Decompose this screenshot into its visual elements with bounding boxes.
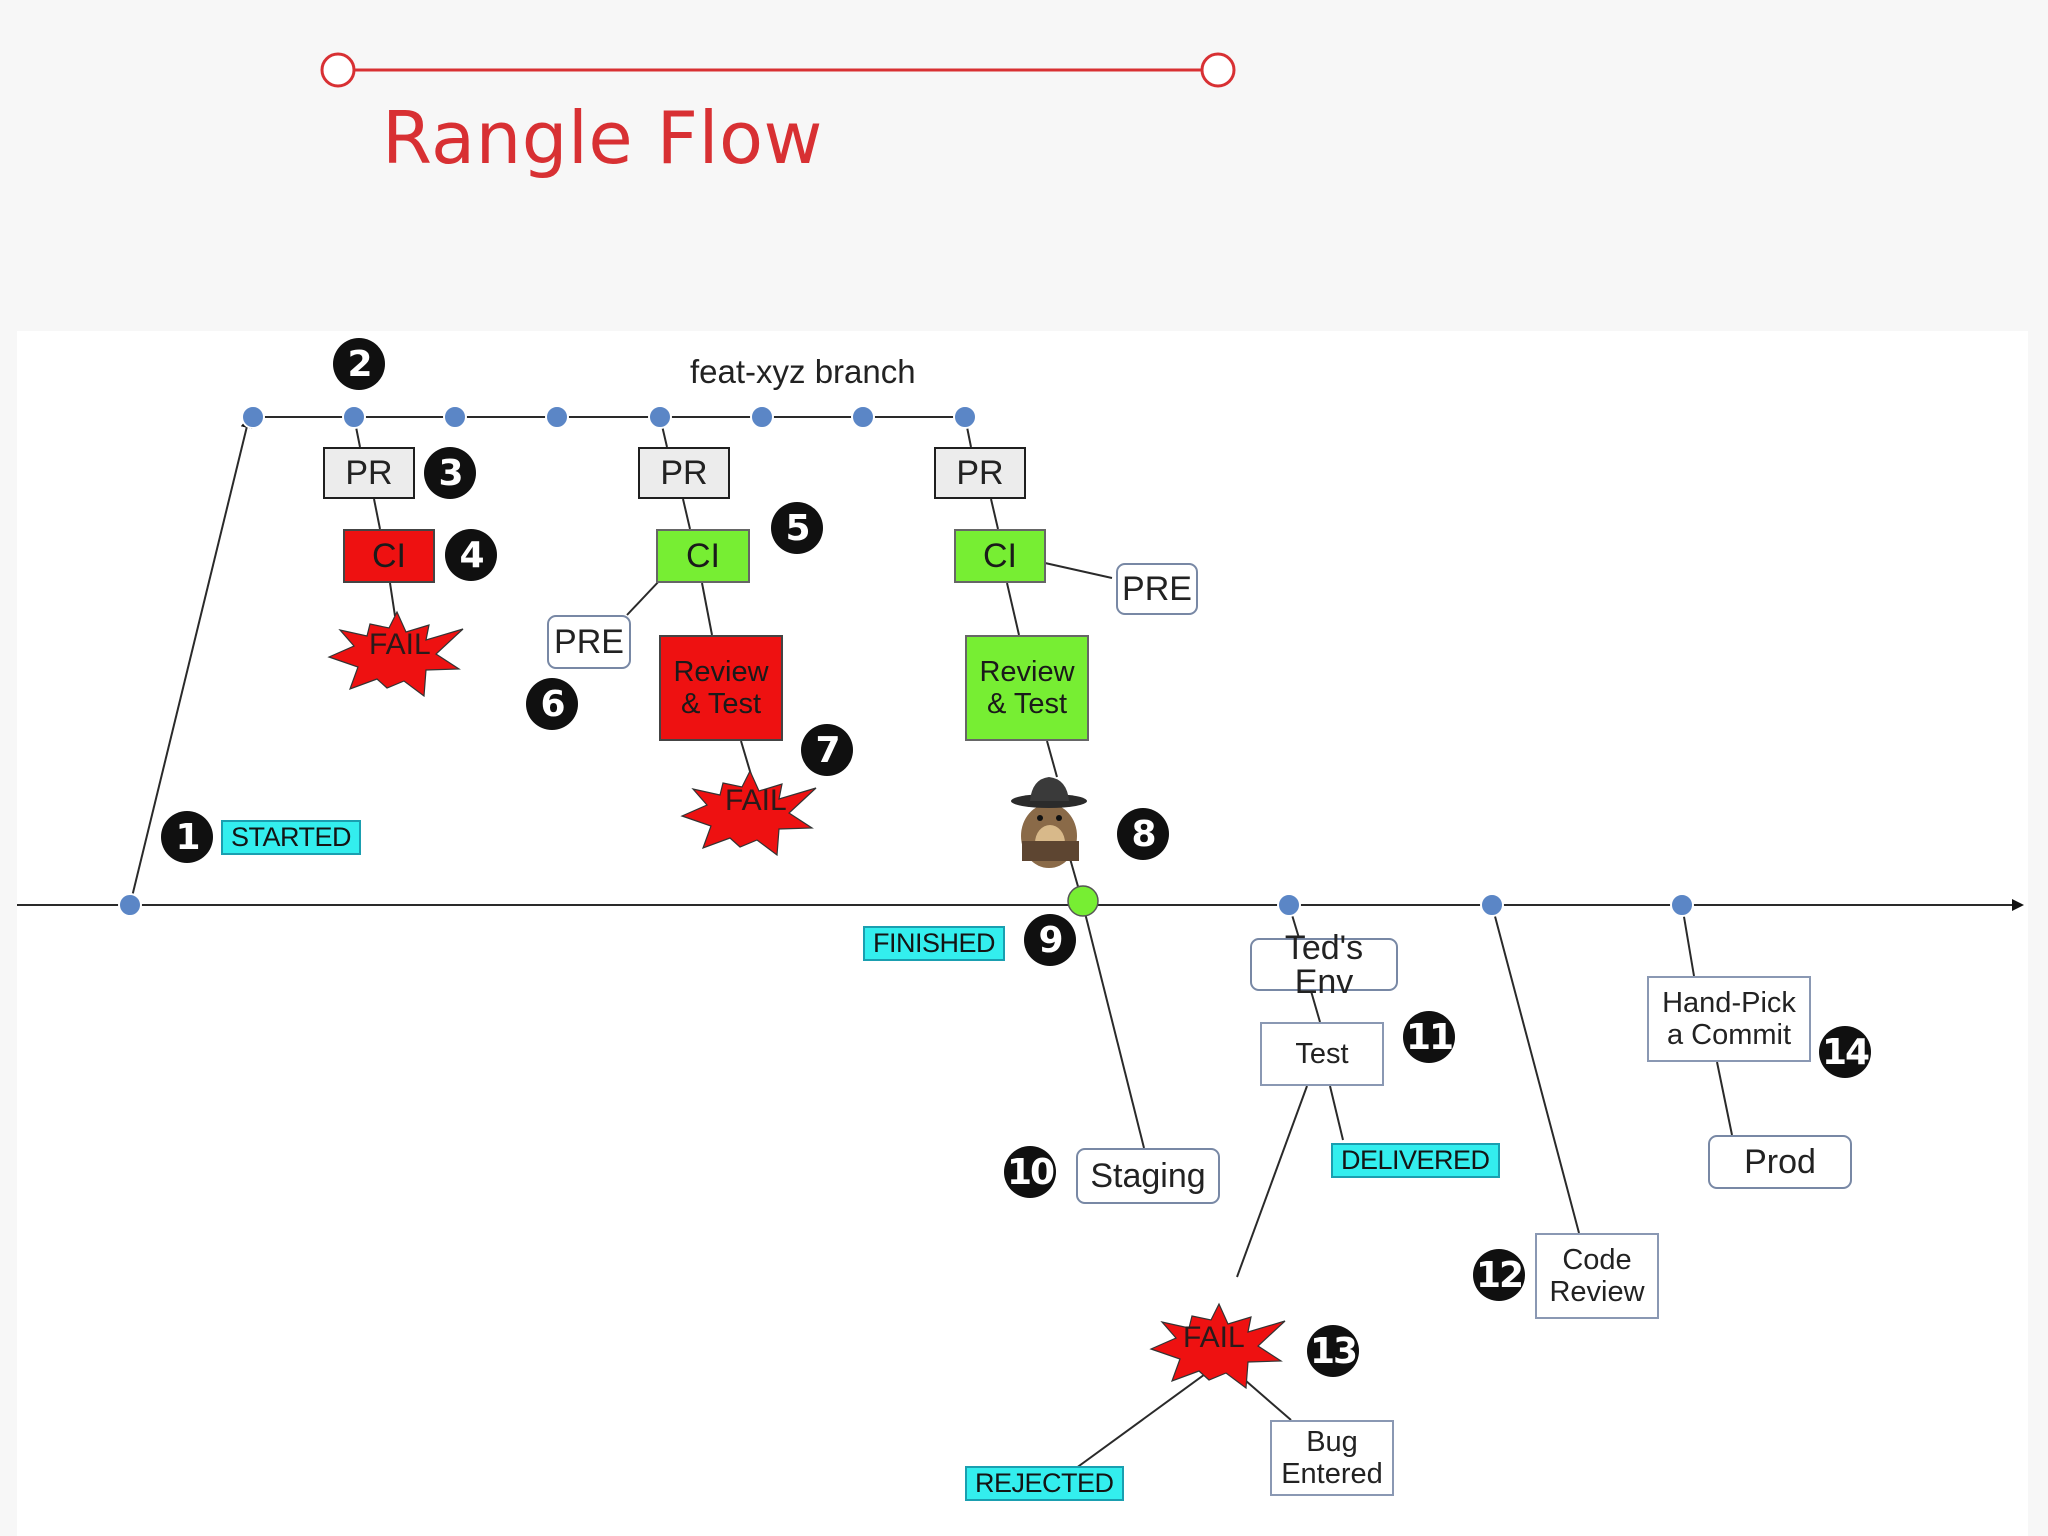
step-badge-5: 5 <box>771 502 823 554</box>
status-tag-started: STARTED <box>221 820 362 855</box>
flow-diagram <box>17 405 2024 1483</box>
teds-env-box: Ted's Env <box>1250 931 1398 999</box>
status-tag-delivered: DELIVERED <box>1331 1143 1500 1178</box>
step-badge-14: 14 <box>1819 1026 1871 1078</box>
ci-box-pass-1: CI <box>656 529 750 583</box>
step-badge-10: 10 <box>1004 1146 1056 1198</box>
hand-pick-commit-box: Hand-Pick a Commit <box>1647 976 1811 1062</box>
step-badge-11: 11 <box>1403 1011 1455 1063</box>
prod-box: Prod <box>1708 1135 1852 1189</box>
fail-burst-3 <box>1149 1302 1286 1390</box>
page-title: Rangle Flow <box>382 96 823 180</box>
step-badge-4: 4 <box>445 529 497 581</box>
fail-label-2: FAIL <box>725 784 787 817</box>
pre-box-1: PRE <box>547 615 631 669</box>
ci-box-pass-2: CI <box>954 529 1046 583</box>
pre-box-2: PRE <box>1116 563 1198 615</box>
review-test-box-pass: Review & Test <box>965 635 1089 741</box>
diagram-panel: feat-xyz branch PR PR PR CI CI CI PRE PR… <box>17 331 2028 1536</box>
pr-box-3: PR <box>934 447 1026 499</box>
fail-burst-1 <box>327 610 464 698</box>
bug-entered-box: Bug Entered <box>1270 1420 1394 1496</box>
fail-label-3: FAIL <box>1183 1321 1245 1354</box>
step-badge-9: 9 <box>1024 914 1076 966</box>
review-test-box-fail: Review & Test <box>659 635 783 741</box>
fail-label-1: FAIL <box>369 628 431 661</box>
pr-box-2: PR <box>638 447 730 499</box>
step-badge-13: 13 <box>1307 1325 1359 1377</box>
staging-box: Staging <box>1076 1148 1220 1204</box>
step-badge-2: 2 <box>333 338 385 390</box>
step-badge-7: 7 <box>801 724 853 776</box>
step-badge-3: 3 <box>424 447 476 499</box>
step-badge-1: 1 <box>161 811 213 863</box>
pr-box-1: PR <box>323 447 415 499</box>
fail-burst-2 <box>680 769 817 857</box>
finished-node <box>1067 885 1099 917</box>
title-decoration-line <box>320 52 1236 88</box>
branch-label: feat-xyz branch <box>690 353 916 390</box>
status-tag-rejected: REJECTED <box>965 1466 1124 1501</box>
step-badge-6: 6 <box>526 678 578 730</box>
step-badge-8: 8 <box>1117 808 1169 860</box>
step-badge-12: 12 <box>1473 1249 1525 1301</box>
ci-box-fail: CI <box>343 529 435 583</box>
code-review-box: Code Review <box>1535 1233 1659 1319</box>
detective-squirrel-icon <box>1011 777 1087 868</box>
status-tag-finished: FINISHED <box>863 926 1006 961</box>
test-box: Test <box>1260 1022 1384 1086</box>
branch-nodes <box>118 405 1694 917</box>
